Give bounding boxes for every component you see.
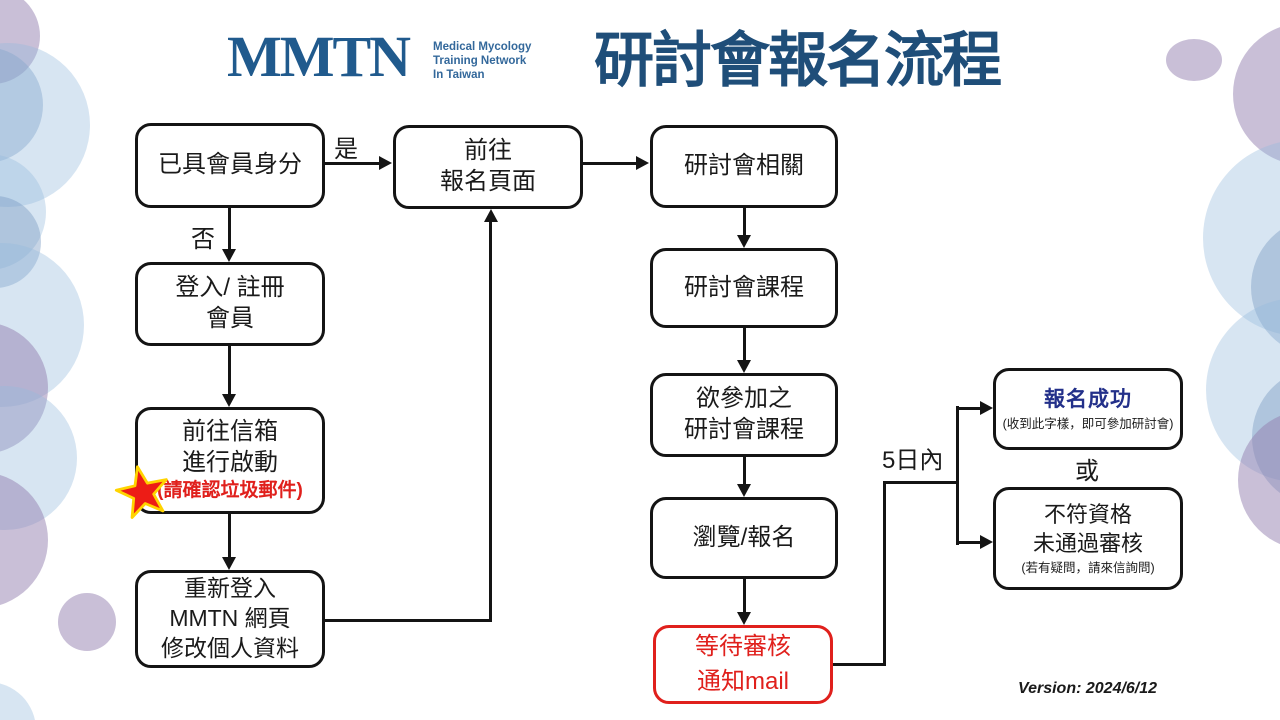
spam-warning-text: (請確認垃圾郵件) [157,479,303,501]
flow-box-registration-page: 前往 報名頁面 [393,125,583,209]
flow-connector [955,406,959,545]
flow-connector [742,328,746,361]
flow-box-text: 報名頁面 [440,168,536,195]
logo-tagline-line: In Taiwan [433,68,485,81]
version-text: Version: 2024/6/12 [1018,680,1158,697]
logo-tagline-line: Medical Mycology [433,41,532,53]
arrowhead [737,484,751,497]
arrowhead [379,156,392,170]
flow-connector [742,208,746,236]
logo-tagline-line: Training Network [433,54,527,67]
arrowhead [222,394,236,407]
flow-connector [583,161,636,165]
flow-box-text: 修改個人資料 [161,634,299,661]
flow-box-seminar-courses: 研討會課程 [650,248,838,328]
flow-connector [227,208,231,251]
arrowhead [737,612,751,625]
flow-box-text: 前往 [464,137,512,165]
flow-connector [883,481,886,665]
arrowhead [737,360,751,373]
flow-connector [955,406,982,410]
flow-box-login-register: 登入/ 註冊 會員 [135,262,325,346]
warning-star-icon [114,465,168,519]
label-yes: 是 [334,136,358,163]
flow-connector [325,161,379,165]
flow-box-text: 欲參加之 [696,385,792,413]
label-within-5-days: 5日內 [882,447,944,474]
flow-box-text: 研討會課程 [684,416,804,443]
arrowhead [737,235,751,248]
flow-connector [227,346,231,395]
flow-connector [742,457,746,485]
label-no: 否 [191,226,215,253]
decorative-circle [1166,39,1222,81]
flow-box-text: 進行啟動 [182,449,278,477]
arrowhead [980,401,993,415]
flow-box-browse-register: 瀏覽/報名 [650,497,838,579]
flow-box-member-status: 已具會員身分 [135,123,325,208]
flow-box-wait-review: 等待審核 通知mail [653,625,833,704]
arrowhead [222,249,236,262]
arrowhead [222,557,236,570]
success-note: (收到此字樣，即可參加研討會) [1002,416,1174,431]
decorative-circle [58,593,116,651]
flow-box-text: 會員 [206,305,254,332]
arrowhead [636,156,649,170]
flow-box-text: 研討會課程 [684,273,804,301]
flow-box-rejected: 不符資格 未通過審核 (若有疑問，請來信詢問) [993,487,1183,590]
flow-box-text: 研討會相關 [684,152,804,180]
flow-box-text: 已具會員身分 [158,151,302,179]
flow-box-success: 報名成功 (收到此字樣，即可參加研討會) [993,368,1183,450]
arrowhead [483,209,498,222]
flow-connector [833,662,886,666]
flow-connector [883,481,959,484]
flow-box-relogin: 重新登入 MMTN 網頁 修改個人資料 [135,570,325,668]
flow-box-activate-mailbox: 前往信箱 進行啟動 (請確認垃圾郵件) [135,407,325,514]
flow-connector [325,619,492,622]
success-title: 報名成功 [1044,388,1132,412]
logo-tagline: Medical Mycology Training Network In Tai… [433,41,531,82]
flow-box-text: 通知mail [696,667,789,695]
page-title: 研討會報名流程 [594,27,1002,94]
flow-connector [955,540,982,544]
arrowhead [980,535,993,549]
flow-box-text: 未通過審核 [1032,531,1143,557]
flow-box-text: 登入/ 註冊 [175,274,285,302]
flow-box-seminar-related: 研討會相關 [650,125,838,208]
flow-box-text: 重新登入 [184,575,276,602]
flow-box-text: 不符資格 [1043,502,1132,528]
rejected-note: (若有疑問，請來信詢問) [1021,561,1155,576]
flow-connector [227,514,231,558]
flow-connector [742,579,746,613]
flow-box-desired-courses: 欲參加之 研討會課程 [650,373,838,457]
decorative-circle [0,682,36,720]
label-or: 或 [1075,458,1099,485]
flow-connector [489,220,492,622]
flow-box-text: 瀏覽/報名 [692,523,796,551]
flow-box-text: 前往信箱 [182,418,278,446]
flow-box-text: MMTN 網頁 [169,605,291,632]
mmtn-logo: MMTN [227,24,411,89]
flow-box-text: 等待審核 [695,633,791,661]
